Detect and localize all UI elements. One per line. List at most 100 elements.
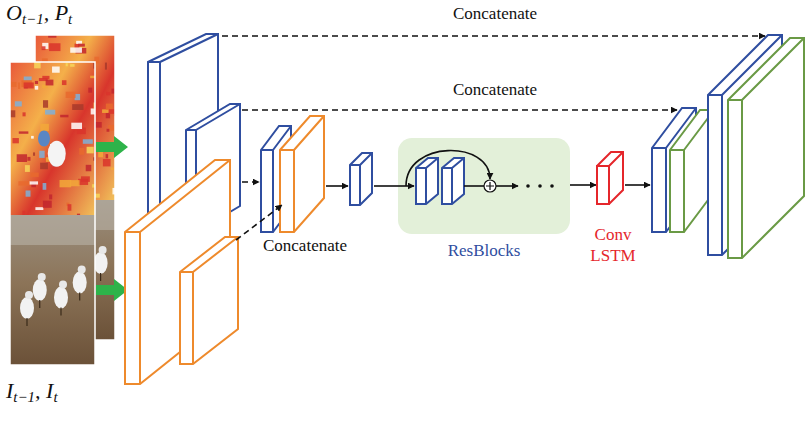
flow-patch (78, 44, 85, 47)
flow-patch (27, 157, 30, 161)
flow-patch (24, 82, 34, 88)
bird-body (73, 272, 87, 294)
feature-map (728, 38, 804, 258)
flow-patch (103, 159, 111, 166)
bird-head (78, 266, 86, 274)
feature-map (350, 153, 372, 205)
flow-line (464, 185, 484, 187)
convlstm-front (597, 166, 609, 204)
flow-patch (107, 129, 110, 132)
convlstm-layer (597, 152, 623, 204)
band-panel (398, 138, 570, 234)
input-label: Ot−1, Pt (6, 0, 72, 28)
feature-map (280, 116, 324, 232)
flow-patch (19, 131, 29, 133)
flow-patch (17, 154, 27, 162)
flow-patch (87, 147, 94, 154)
bird-body (33, 279, 47, 301)
flow-image (10, 62, 95, 215)
flow-patch (102, 109, 108, 113)
resblock-layer (416, 158, 438, 204)
bird-head (99, 246, 107, 254)
flow-patch (62, 80, 67, 85)
subscript: t−1 (13, 389, 35, 405)
resblock-illustration (398, 138, 570, 234)
flow-arrow (326, 185, 348, 187)
flow-patch (49, 194, 52, 199)
flow-patch (105, 63, 107, 70)
flow-patch (106, 154, 109, 158)
flow-patch (66, 63, 68, 66)
bird-leg (60, 308, 61, 316)
input-arrow (96, 279, 128, 301)
flow-patch (88, 88, 92, 93)
flow-patch (42, 46, 46, 50)
flow-patch (39, 151, 44, 158)
skip-connection (222, 35, 765, 37)
flow-patch (76, 41, 82, 44)
frame-background (10, 215, 95, 245)
flow-arrow (625, 184, 650, 186)
operation-label: Concatenate (395, 80, 595, 100)
flow-patch (34, 62, 41, 68)
bird-body (20, 297, 34, 319)
sum-symbol (486, 182, 494, 190)
subscript: t (53, 389, 57, 405)
flow-connector (570, 184, 596, 186)
block-label: Conv LSTM (587, 224, 639, 267)
input-label: It−1, It (6, 378, 58, 406)
bird-leg (100, 273, 101, 281)
flow-patch (70, 64, 74, 67)
flow-patch (70, 47, 82, 52)
flow-patch (79, 148, 84, 155)
flow-patch (78, 179, 88, 185)
operation-label: Concatenate (395, 4, 595, 24)
subscript: t (68, 11, 72, 27)
flow-patch (33, 152, 35, 155)
flow-patch (72, 104, 83, 110)
frame-image (10, 215, 95, 365)
flow-patch (23, 112, 26, 116)
flow-patch (46, 80, 54, 86)
flow-patch (43, 183, 47, 190)
bird-head (25, 291, 33, 299)
flow-patch (24, 76, 32, 80)
flow-patch (60, 180, 72, 187)
flow-patch (68, 204, 72, 211)
bird-leg (26, 318, 27, 326)
ellipsis-dot (538, 184, 542, 188)
flow-patch (35, 207, 43, 210)
flow-patch (49, 43, 60, 51)
flow-patch (18, 181, 29, 185)
skip-connection (242, 109, 677, 111)
sum-symbol (484, 180, 496, 192)
feature-map (180, 237, 238, 364)
convlstm-illustration (587, 140, 639, 206)
flow-patch (109, 109, 115, 114)
flow-patch (25, 165, 30, 172)
photo-border (10, 62, 95, 365)
operation-label: Concatenate (250, 236, 360, 256)
flow-patch (86, 165, 92, 171)
flow-patch (71, 123, 82, 129)
flow-patch (106, 104, 113, 110)
flow-patch (98, 152, 103, 158)
flow-patch (31, 136, 34, 139)
flow-patch (35, 81, 38, 84)
flow-patch (12, 138, 18, 143)
flow-patch (43, 100, 48, 108)
flow-patch (18, 82, 20, 88)
flow-patch (40, 124, 49, 131)
flow-patch (52, 66, 60, 72)
warped-bird (38, 131, 50, 147)
flow-patch (26, 190, 31, 196)
flow-patch (10, 110, 15, 117)
bird-leg (79, 293, 80, 301)
input-photo (10, 62, 95, 365)
flow-patch (83, 139, 93, 144)
flow-patch (66, 92, 76, 98)
warped-bird (48, 141, 66, 167)
concat-arrow (242, 181, 259, 183)
subscript: t−1 (22, 11, 44, 27)
